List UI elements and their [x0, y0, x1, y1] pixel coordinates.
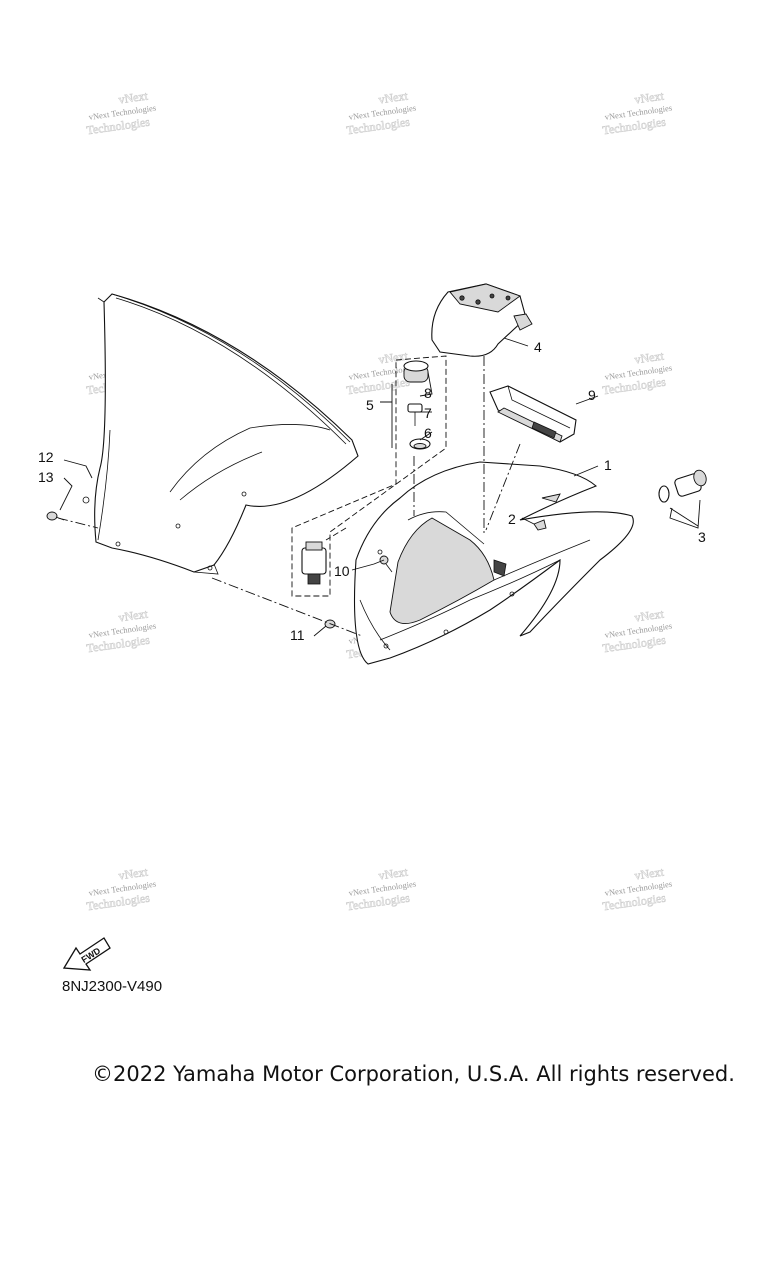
svg-text:vNext: vNext	[378, 89, 410, 107]
svg-text:vNext: vNext	[378, 349, 410, 367]
svg-text:vNext: vNext	[634, 865, 666, 883]
callout-8: 8	[424, 385, 432, 401]
windshield-part	[82, 293, 359, 575]
callout-5: 5	[366, 397, 374, 413]
watermark: vNext Technologies vNext Technologies	[601, 606, 672, 655]
watermark: vNext Technologies vNext Technologies	[85, 88, 156, 137]
watermark: vNext Technologies vNext Technologies	[601, 348, 672, 397]
callout-2: 2	[508, 511, 516, 527]
watermark: vNext Technologies vNext Technologies	[345, 864, 416, 913]
switch-cap-part	[403, 360, 429, 383]
callout-9: 9	[588, 387, 596, 403]
svg-text:vNext: vNext	[378, 865, 410, 883]
callout-1: 1	[604, 457, 612, 473]
svg-text:vNext: vNext	[118, 89, 150, 107]
watermark: vNext Technologies vNext Technologies	[85, 606, 156, 655]
key-part	[407, 403, 423, 426]
callout-12: 12	[38, 449, 54, 465]
diagram-code: 8NJ2300-V490	[62, 978, 163, 995]
svg-text:vNext: vNext	[634, 607, 666, 625]
svg-text:vNext: vNext	[634, 349, 666, 367]
callout-7: 7	[424, 405, 432, 421]
meter-part	[489, 385, 577, 443]
svg-text:vNext: vNext	[118, 607, 150, 625]
meter-cover-part	[431, 283, 533, 357]
ring-nut-part	[409, 438, 431, 450]
watermark: vNext Technologies vNext Technologies	[601, 864, 672, 913]
svg-text:vNext: vNext	[634, 89, 666, 107]
callout-11: 11	[290, 627, 305, 643]
nose-cowl-part	[353, 461, 634, 665]
watermark: vNext Technologies vNext Technologies	[345, 88, 416, 137]
callout-4: 4	[534, 339, 542, 355]
callout-6: 6	[424, 425, 432, 441]
callout-13: 13	[38, 469, 54, 485]
accessory-socket-part	[658, 469, 707, 503]
fwd-arrow-icon: FWD	[62, 937, 111, 971]
main-switch-part	[301, 541, 327, 585]
watermark: vNext Technologies vNext Technologies	[85, 864, 156, 913]
leader-lines	[57, 337, 701, 637]
callout-3: 3	[698, 529, 706, 545]
watermark: vNext Technologies vNext Technologies	[601, 88, 672, 137]
callout-10: 10	[334, 563, 350, 579]
copyright-notice: ©2022 Yamaha Motor Corporation, U.S.A. A…	[92, 1062, 735, 1086]
svg-text:vNext: vNext	[118, 865, 150, 883]
screw-2-part	[533, 519, 547, 531]
